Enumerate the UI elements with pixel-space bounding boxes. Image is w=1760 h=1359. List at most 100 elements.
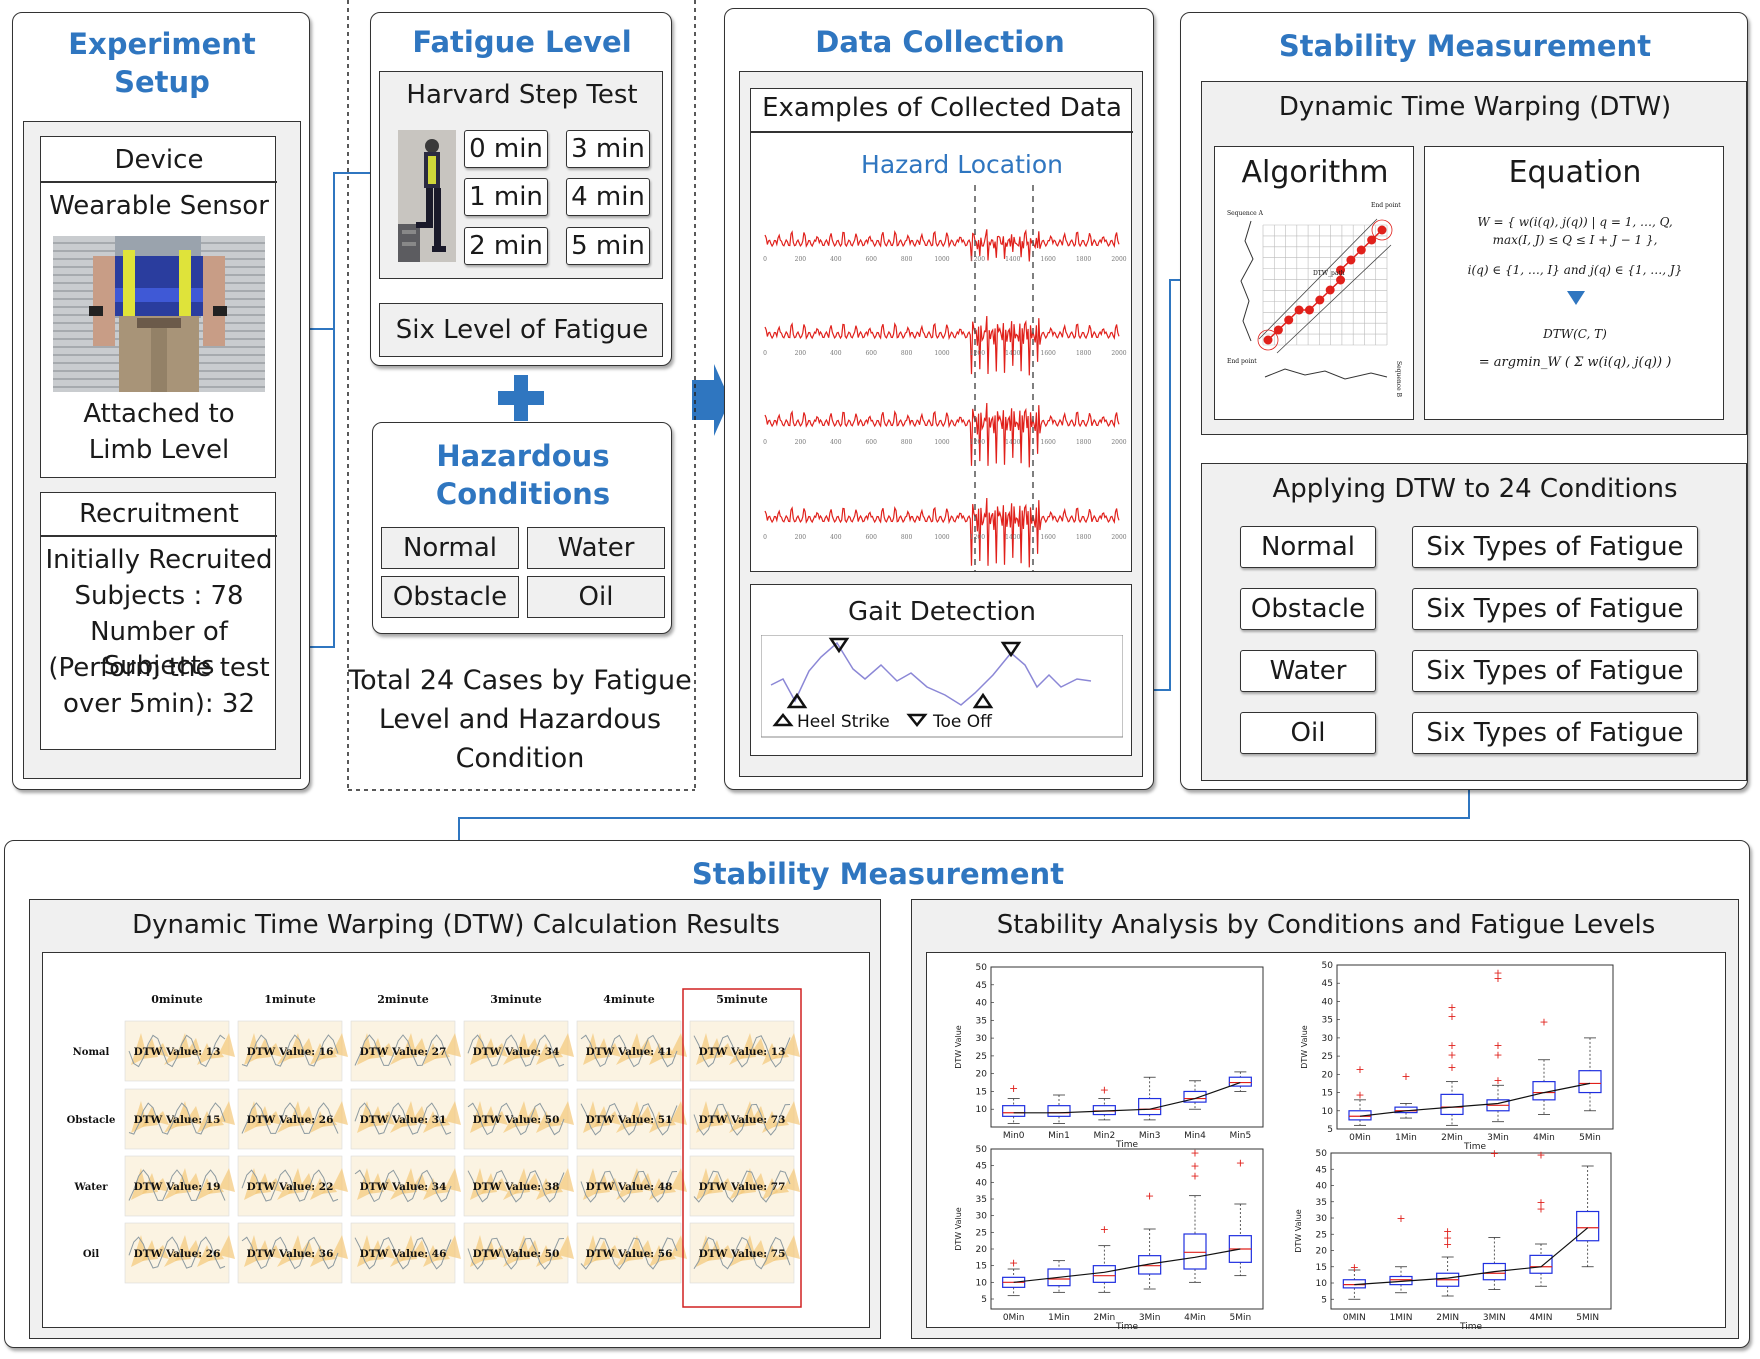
dtw-wave-line xyxy=(128,1034,226,1068)
dtw-value-label: DTW Value: 26 xyxy=(134,1248,221,1260)
outlier-marker: + xyxy=(1009,1256,1018,1269)
dtw-wave-shape xyxy=(321,1183,337,1194)
dtw-wave-line xyxy=(354,1034,452,1067)
dtw-wave-shape xyxy=(142,1173,158,1194)
trend-line xyxy=(1359,1082,1591,1117)
dtw-wave-shape xyxy=(558,1033,574,1057)
dtw-wave-shape xyxy=(434,1183,450,1194)
y-tick-label: 5 xyxy=(1327,1125,1333,1135)
outlier-marker: + xyxy=(1447,1001,1456,1014)
dtw-wave-line xyxy=(241,1236,339,1270)
dtw-wave-shape xyxy=(299,1173,315,1192)
signal-tick-label: 800 xyxy=(901,439,913,446)
time-4min: 4 min xyxy=(566,178,650,216)
outlier-marker: + xyxy=(1100,1084,1109,1097)
signal-tick-label: 1200 xyxy=(970,534,985,541)
plot-frame xyxy=(1336,964,1614,1130)
dtw-wave-shape xyxy=(153,1245,169,1259)
y-tick-label: 20 xyxy=(1316,1247,1328,1257)
time-3min: 3 min xyxy=(566,130,650,168)
dtw-value-label: DTW Value: 75 xyxy=(699,1248,786,1260)
y-tick-label: 5 xyxy=(1321,1295,1327,1305)
signal-tick-label: 1800 xyxy=(1076,439,1091,446)
box xyxy=(1047,1105,1071,1117)
y-tick-label: 35 xyxy=(976,1016,987,1026)
apply-fatigue-obstacle: Six Types of Fatigue xyxy=(1412,588,1698,630)
signal-trace xyxy=(764,402,1120,468)
dtw-wave-shape xyxy=(379,1111,395,1125)
y-tick-label: 30 xyxy=(976,1212,988,1222)
dtw-wave-shape xyxy=(266,1043,282,1057)
y-axis-label: DTW Value xyxy=(1300,1025,1309,1069)
data-collection-panel: Data Collection Examples of Collected Da… xyxy=(724,8,1154,790)
x-axis-label: Time xyxy=(1463,1142,1486,1152)
sequence-a-label: Sequence A xyxy=(1227,210,1264,217)
toe-off-icon xyxy=(1000,641,1022,658)
x-tick-label: 1Min xyxy=(1395,1133,1417,1143)
signal-tick-label: 600 xyxy=(865,439,877,446)
box xyxy=(1183,1233,1207,1270)
end-point-ring xyxy=(1371,219,1393,241)
y-tick-label: 45 xyxy=(1316,1165,1327,1175)
x-tick-label: 0Min xyxy=(1349,1133,1371,1143)
signal-tick-label: 400 xyxy=(830,256,842,263)
dtw-path-point xyxy=(1273,325,1283,335)
y-tick-label: 10 xyxy=(1322,1107,1334,1117)
time-5min: 5 min xyxy=(566,227,650,265)
dtw-wave-shape xyxy=(525,1173,541,1192)
dtw-wave-shape xyxy=(492,1178,508,1192)
dtw-wave-shape xyxy=(525,1106,541,1125)
x-axis-label: Time xyxy=(1115,1322,1138,1329)
outlier-marker: + xyxy=(1190,1160,1199,1173)
signal-tick-label: 1000 xyxy=(934,439,949,446)
dtw-wave-shape xyxy=(390,1183,406,1200)
signal-tick-label: 1000 xyxy=(934,256,949,263)
dtw-wave-shape xyxy=(718,1245,734,1259)
box xyxy=(1002,1105,1026,1117)
dtw-wave-shape xyxy=(186,1106,202,1125)
device-box: Device Wearable Sensor xyxy=(40,136,277,478)
dtw-wave-shape xyxy=(434,1116,450,1127)
dtw-wave-shape xyxy=(412,1173,428,1192)
dtw-wave-shape xyxy=(762,1178,778,1200)
start-point-label: End point xyxy=(1227,358,1257,365)
dtw-value-label: DTW Value: 36 xyxy=(247,1248,334,1260)
x-tick-label: 0MIN xyxy=(1343,1313,1366,1323)
dtw-wave-shape xyxy=(310,1178,326,1200)
x-tick-label: Min0 xyxy=(1003,1131,1025,1141)
stability-bottom-title: Stability Measurement xyxy=(691,857,1065,891)
dtw-wave-shape xyxy=(751,1240,767,1259)
y-tick-label: 15 xyxy=(976,1262,987,1272)
x-tick-label: 3Min xyxy=(1487,1133,1509,1143)
box xyxy=(1092,1265,1116,1283)
dtw-wave-line xyxy=(693,1170,791,1203)
equation-arrow-icon xyxy=(1567,291,1585,305)
x-tick-label: Min1 xyxy=(1048,1131,1070,1141)
dtw-value-label: DTW Value: 34 xyxy=(473,1046,560,1058)
signal-tick-label: 1600 xyxy=(1041,350,1056,357)
plot-frame xyxy=(1330,1152,1612,1310)
dtw-wave-shape xyxy=(729,1183,745,1200)
dtw-wave-shape xyxy=(164,1250,180,1267)
signal-tick-label: 0 xyxy=(763,350,767,357)
outlier-marker: + xyxy=(1490,1147,1499,1160)
y-tick-label: 15 xyxy=(1322,1089,1333,1099)
dtw-value-label: DTW Value: 15 xyxy=(134,1114,221,1126)
gait-signal-line xyxy=(770,641,1092,706)
dtw-wave-shape xyxy=(164,1183,180,1200)
x-tick-label: 2Min xyxy=(1441,1133,1463,1143)
signal-tick-label: 1400 xyxy=(1005,534,1020,541)
dtw-path-point xyxy=(1304,305,1314,315)
signal-tick-label: 800 xyxy=(901,534,913,541)
y-tick-label: 35 xyxy=(1322,1016,1333,1026)
dtw-wave-shape xyxy=(197,1178,213,1200)
y-tick-label: 25 xyxy=(1316,1230,1327,1240)
outlier-marker: + xyxy=(1009,1082,1018,1095)
dtw-wave-shape xyxy=(718,1178,734,1192)
dtw-wave-shape xyxy=(536,1043,552,1065)
box xyxy=(1578,1070,1602,1094)
heel-strike-icon xyxy=(972,692,994,709)
dtw-wave-shape xyxy=(536,1178,552,1200)
dtw-wave-shape xyxy=(299,1106,315,1125)
